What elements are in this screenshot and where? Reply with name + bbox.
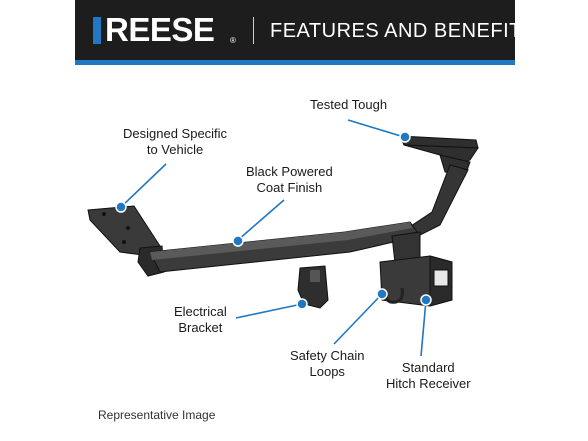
callout-dot-icon <box>420 294 432 306</box>
callout-text: Tested Tough <box>310 97 388 112</box>
brand-header: REESE ® FEATURES AND BENEFITS <box>75 0 535 60</box>
header-title: FEATURES AND BENEFITS <box>270 20 536 42</box>
header-accent-stripe <box>75 60 515 65</box>
callout-designed-specific: Designed Specific to Vehicle <box>123 126 227 158</box>
logo-accent-bar <box>93 17 101 44</box>
callout-text: Standard <box>401 360 455 375</box>
callout-lines <box>120 119 427 357</box>
callout-dot-icon <box>376 288 388 300</box>
callout-black-powered: Black Powered Coat Finish <box>246 164 333 196</box>
callout-tested-tough: Tested Tough <box>310 97 387 113</box>
callout-dot-icon <box>115 201 127 213</box>
callout-text: Coat Finish <box>256 180 323 195</box>
brand-logo: REESE <box>105 11 215 48</box>
electrical-bracket-shape <box>297 265 329 309</box>
callout-dot-icon <box>232 235 244 247</box>
callout-safety-chain: Safety Chain Loops <box>290 348 364 380</box>
callout-text: Designed Specific <box>123 126 228 141</box>
callout-standard-hitch: Standard Hitch Receiver <box>386 360 471 392</box>
header-divider <box>253 17 254 44</box>
callout-text: Black Powered <box>246 164 333 179</box>
registered-mark: ® <box>230 36 236 45</box>
callout-text: Hitch Receiver <box>386 376 471 391</box>
representative-image-caption: Representative Image <box>98 408 216 422</box>
callout-text: to Vehicle <box>146 142 204 157</box>
callout-dot-icon <box>399 131 411 143</box>
callout-dot-icon <box>296 298 308 310</box>
callout-text: Loops <box>309 364 345 379</box>
callout-text: Bracket <box>178 320 223 335</box>
callout-electrical-bracket: Electrical Bracket <box>174 304 227 336</box>
callout-text: Electrical <box>174 304 227 319</box>
callout-text: Safety Chain <box>290 348 365 363</box>
